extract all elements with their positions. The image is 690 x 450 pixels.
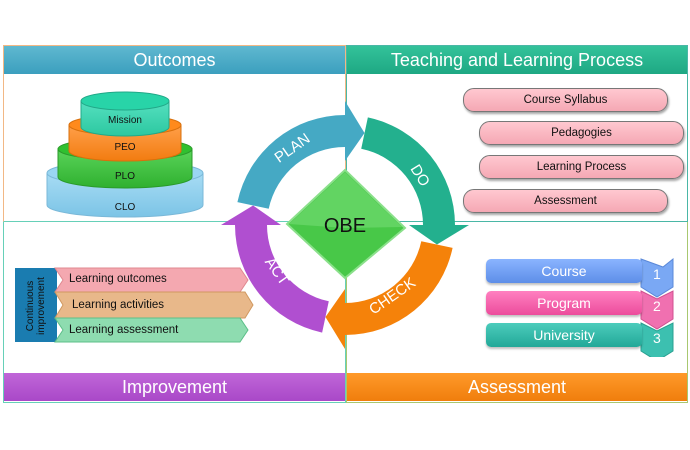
- assessment-level-program: Program: [486, 291, 642, 315]
- tier-label-plo: PLO: [114, 171, 135, 182]
- tier-mission: [80, 91, 170, 137]
- tier-label-clo: CLO: [114, 202, 136, 213]
- teaching-item-pedagogies: Pedagogies: [479, 121, 684, 145]
- assessment-level-university: University: [486, 323, 642, 347]
- outcome-pyramid: [46, 91, 204, 218]
- teaching-item-assessment: Assessment: [463, 189, 668, 213]
- chevron-learning-activities: [54, 291, 254, 319]
- level-number-1: 1: [653, 266, 661, 282]
- assessment-header: Assessment: [347, 373, 687, 401]
- level-number-2: 2: [653, 298, 661, 314]
- cycle-arrow-check: [325, 241, 453, 349]
- improvement-header: Improvement: [4, 373, 345, 401]
- cycle-arrow-do: [361, 117, 469, 245]
- continuous-label-line2: improvement: [36, 277, 47, 335]
- teaching-header: Teaching and Learning Process: [347, 46, 687, 74]
- pdca-cycle: OBE PLAN DO CHECK ACT: [221, 101, 469, 349]
- continuous-label-line1: Continuous: [25, 280, 36, 332]
- level-arrow-1: [640, 257, 674, 298]
- teaching-item-course-syllabus: Course Syllabus: [463, 88, 668, 112]
- obe-diagram: Outcomes Teaching and Learning Process I…: [3, 45, 688, 403]
- obe-center-label: OBE: [324, 215, 366, 237]
- cycle-arrow-plan: [237, 101, 365, 209]
- level-number-3: 3: [653, 330, 661, 346]
- improvement-item-learning-assessment: Learning assessment: [69, 324, 179, 336]
- assessment-level-course: Course: [486, 259, 642, 283]
- tier-label-peo: PEO: [114, 142, 136, 153]
- cycle-arrow-act: [221, 205, 329, 333]
- level-arrow-3: [640, 322, 674, 357]
- improvement-item-learning-outcomes: Learning outcomes: [69, 273, 167, 285]
- assessment-level-arrows: [640, 257, 674, 357]
- level-arrow-2: [640, 290, 674, 330]
- teaching-item-learning-process: Learning Process: [479, 155, 684, 179]
- tier-label-mission: Mission: [108, 115, 142, 126]
- improvement-item-learning-activities: Learning activities: [72, 299, 165, 311]
- outcomes-header: Outcomes: [4, 46, 345, 74]
- chevron-learning-assessment: [54, 317, 249, 343]
- continuous-improvement-block: [15, 268, 57, 342]
- improvement-chevrons: [15, 267, 254, 343]
- obe-diamond: [285, 168, 407, 280]
- continuous-improvement-label: Continuous improvement: [15, 268, 57, 342]
